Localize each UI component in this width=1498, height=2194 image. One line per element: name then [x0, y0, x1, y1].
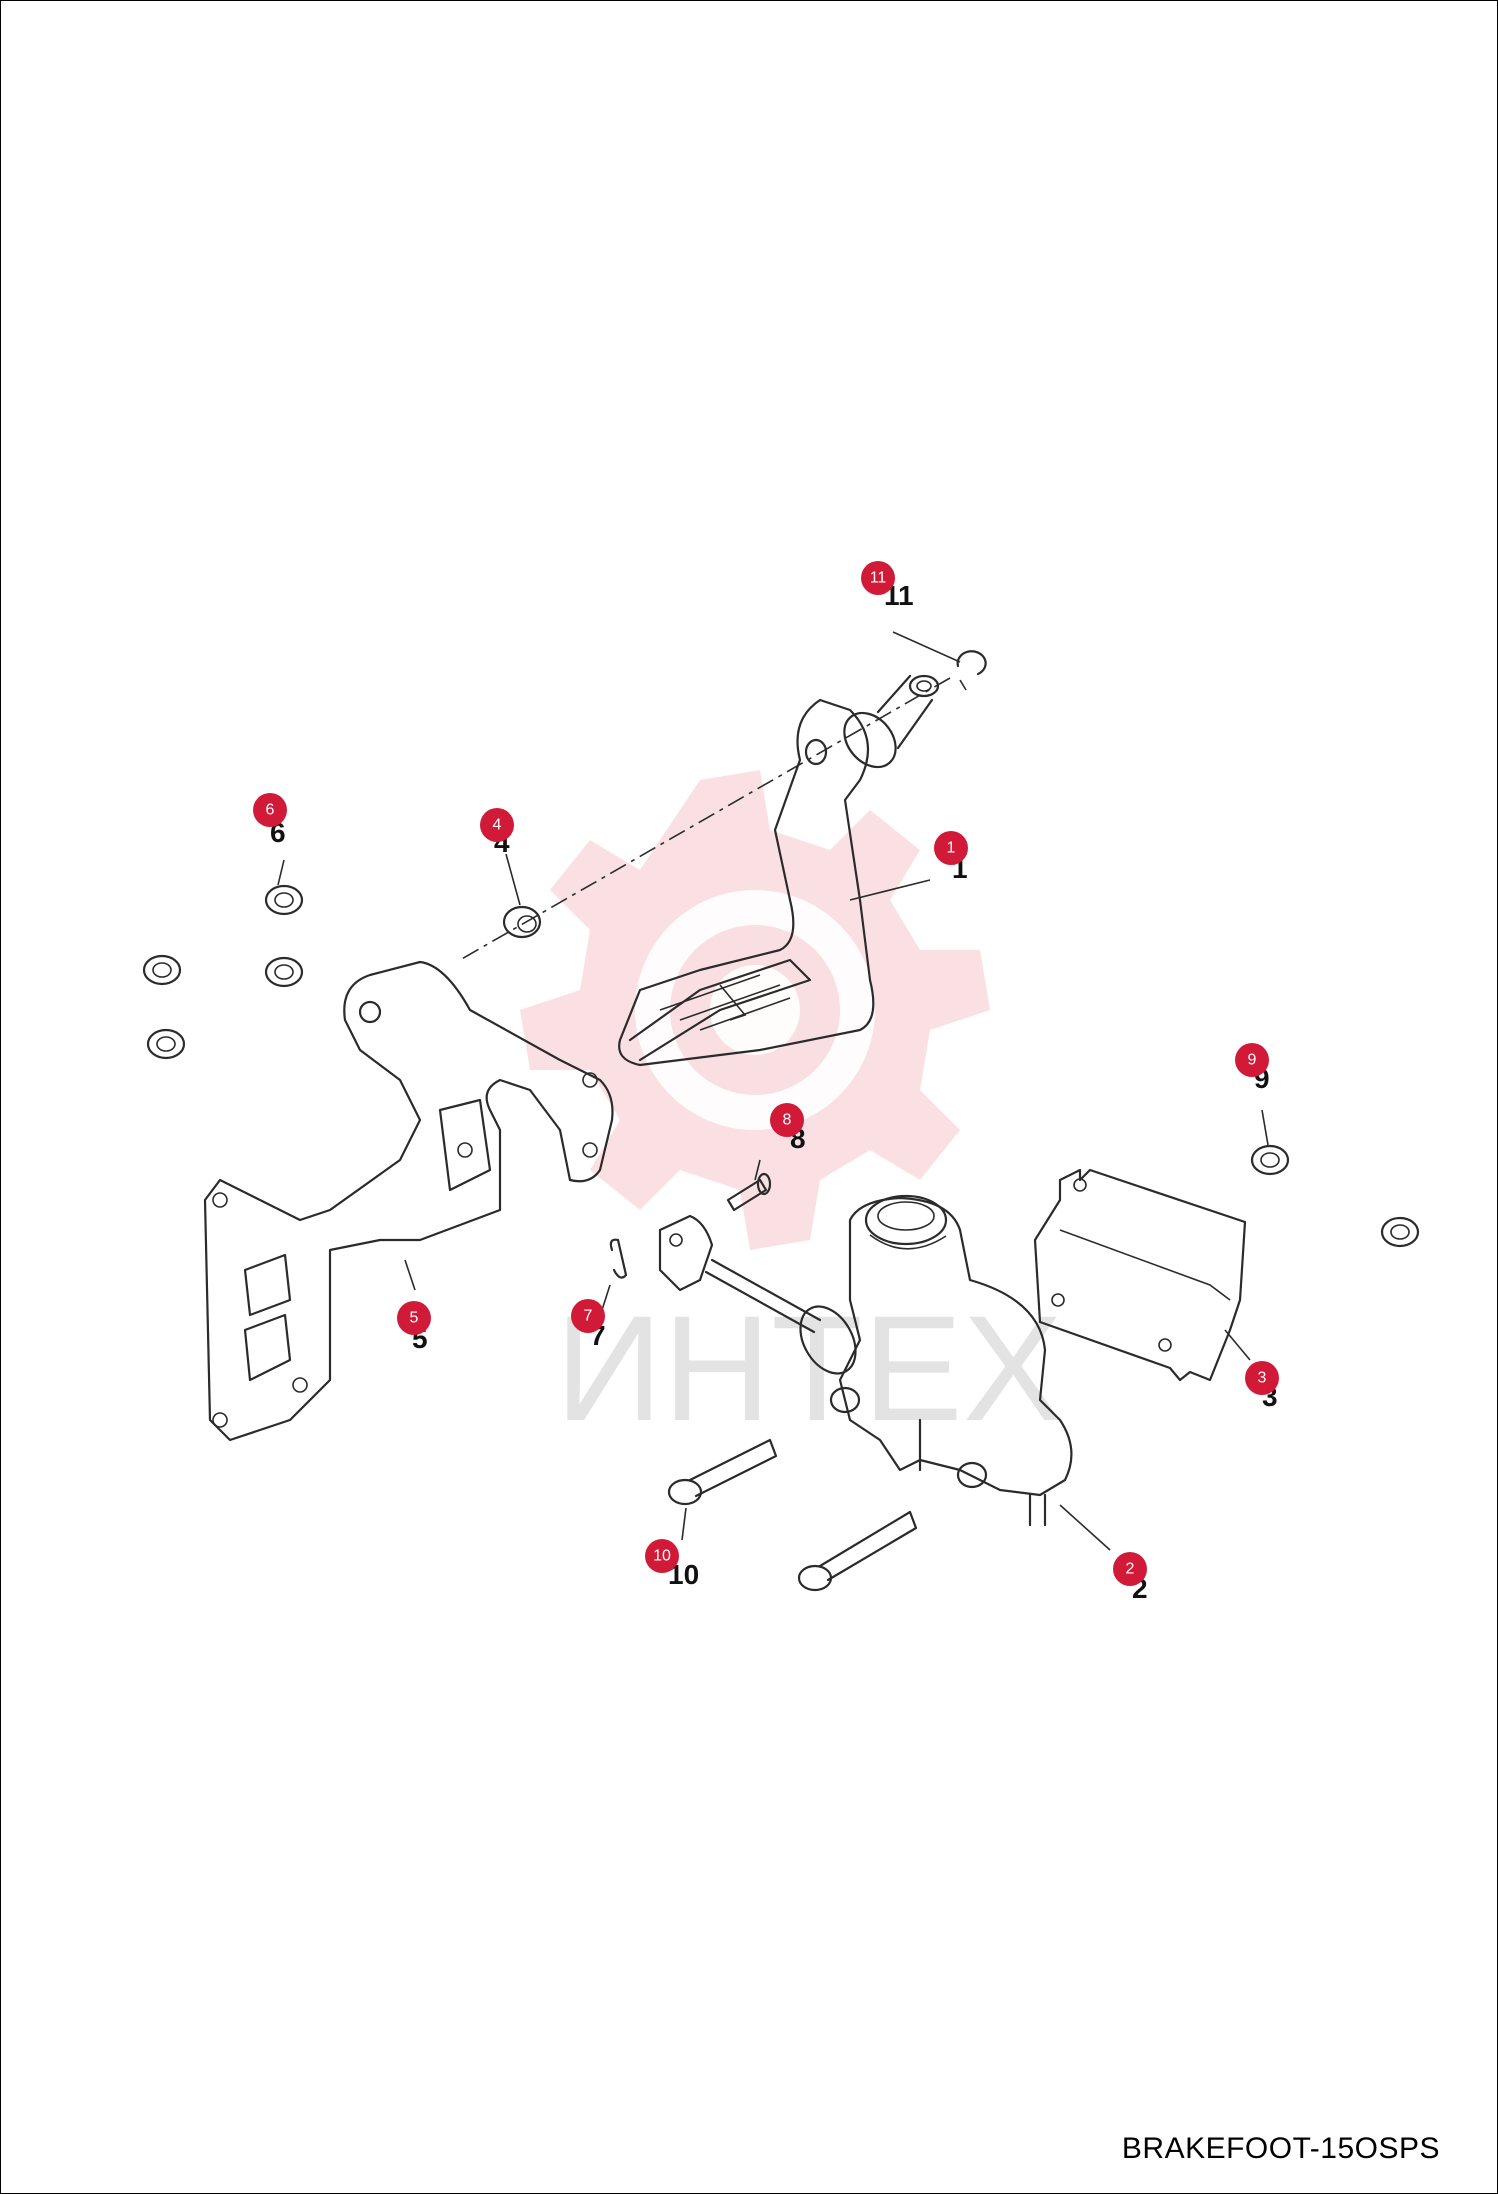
part-5-bracket — [203, 960, 614, 1442]
callout-badge-2[interactable]: 2 — [1113, 1552, 1147, 1586]
callout-badge-1[interactable]: 1 — [934, 831, 968, 865]
svg-text:3: 3 — [1258, 1370, 1267, 1387]
watermark-text: ИНТЕХ — [555, 1284, 1063, 1452]
svg-text:10: 10 — [653, 1548, 671, 1565]
callout-badge-11[interactable]: 11 — [861, 561, 895, 595]
callout-badge-7[interactable]: 7 — [571, 1299, 605, 1333]
svg-text:7: 7 — [584, 1308, 593, 1325]
callout-badge-3[interactable]: 3 — [1245, 1361, 1279, 1395]
pivot-axis-line — [459, 677, 951, 961]
callout-badge-6[interactable]: 6 — [253, 793, 287, 827]
part-3-plate — [1033, 1168, 1247, 1382]
callout-badge-5[interactable]: 5 — [397, 1301, 431, 1335]
svg-text:4: 4 — [493, 817, 502, 834]
part-1-brake-pedal — [618, 674, 940, 1067]
callout-badge-9[interactable]: 9 — [1235, 1043, 1269, 1077]
svg-text:8: 8 — [783, 1112, 792, 1129]
svg-text:2: 2 — [1126, 1561, 1135, 1578]
leader-lines — [277, 631, 1269, 1551]
part-6-nuts — [142, 884, 304, 1060]
part-10-bolts — [667, 1438, 918, 1592]
part-9-nuts — [1250, 1144, 1420, 1248]
part-4-bushing — [502, 905, 542, 939]
callout-badge-8[interactable]: 8 — [770, 1103, 804, 1137]
svg-text:1: 1 — [947, 840, 956, 857]
callout-badge-4[interactable]: 4 — [480, 808, 514, 842]
svg-text:6: 6 — [266, 802, 275, 819]
svg-text:11: 11 — [870, 570, 887, 587]
part-2-master-cylinder — [658, 1194, 1073, 1527]
svg-text:5: 5 — [410, 1310, 419, 1327]
part-11-clip — [956, 650, 987, 691]
diagram-code-label: BRAKEFOOT-15OSPS — [1121, 2132, 1440, 2165]
part-8-pin — [726, 1172, 772, 1212]
svg-text:9: 9 — [1248, 1052, 1257, 1069]
part-7-clip — [609, 1238, 628, 1279]
callout-badge-10[interactable]: 10 — [645, 1539, 679, 1573]
